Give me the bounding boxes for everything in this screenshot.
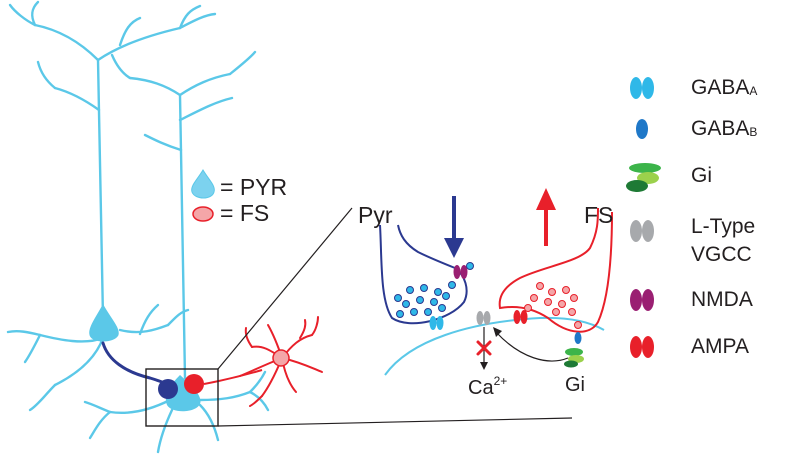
ampa-receptor-zoom <box>513 310 528 324</box>
nmda-receptor-zoom <box>453 262 474 279</box>
legend-nmda-label: NMDA <box>691 288 753 311</box>
legend-ltype-icon <box>630 220 654 242</box>
ltype-vgcc-zoom <box>476 311 491 325</box>
key-pyr-label: = PYR <box>220 174 288 200</box>
fs-vesicles <box>524 282 582 329</box>
legend-gaba-a-main: GABA <box>691 76 750 99</box>
calcium-base: Ca <box>468 377 494 399</box>
zoom-pyr-label: Pyr <box>358 202 393 228</box>
fs-key-icon <box>192 206 214 222</box>
legend-nmda-icon <box>630 289 654 311</box>
fs-up-arrow <box>536 188 556 246</box>
ca-arrowhead <box>480 362 488 370</box>
legend-gaba-a-label: GABAA <box>691 76 757 100</box>
legend-gaba-b-sub: B <box>749 125 758 139</box>
legend-gaba-b-main: GABA <box>691 117 750 140</box>
legend-ltype-label-2: VGCC <box>691 243 752 266</box>
pyr-axon <box>101 341 172 388</box>
gaba-a-receptor-zoom <box>429 316 444 330</box>
fs-axon <box>203 369 263 385</box>
pyr-vesicles <box>394 281 456 318</box>
pyr-down-arrow <box>444 196 464 258</box>
key-fs-label: = FS <box>220 200 270 226</box>
pyr-terminal-bouton <box>158 379 178 399</box>
gaba-b-gi-zoom <box>564 332 584 368</box>
legend-ampa-icon <box>630 336 654 358</box>
legend-gi-icon <box>626 163 661 192</box>
calcium-charge: 2+ <box>493 374 508 388</box>
pyramidal-neuron <box>6 0 270 454</box>
legend-ampa-label: AMPA <box>691 335 749 358</box>
pyr-zoom-terminal <box>379 224 468 325</box>
zoom-line-bottom <box>217 417 573 427</box>
fs-soma <box>272 349 290 367</box>
pyr-key-icon <box>191 169 215 199</box>
zoom-gi-label: Gi <box>565 374 585 396</box>
legend-gaba-a-icon <box>630 77 654 99</box>
gi-arrowhead <box>493 327 502 337</box>
ca-block-x-icon <box>476 340 492 356</box>
legend-gaba-a-sub: A <box>749 84 758 98</box>
legend-gaba-b-label: GABAB <box>691 117 757 141</box>
pyramidal-soma-upper <box>89 303 119 342</box>
fs-terminal-bouton <box>184 374 204 394</box>
zoom-fs-label: FS <box>584 202 614 228</box>
gi-inhibition-arrow <box>495 331 569 362</box>
legend-gaba-b-icon <box>636 119 648 139</box>
legend-gi-label: Gi <box>691 164 712 187</box>
fs-zoom-terminal <box>498 207 613 333</box>
zoom-line-top <box>217 207 353 370</box>
legend-ltype-label-1: L-Type <box>691 215 756 238</box>
calcium-label: Ca2+ <box>468 374 507 400</box>
zoom-box <box>145 368 219 427</box>
